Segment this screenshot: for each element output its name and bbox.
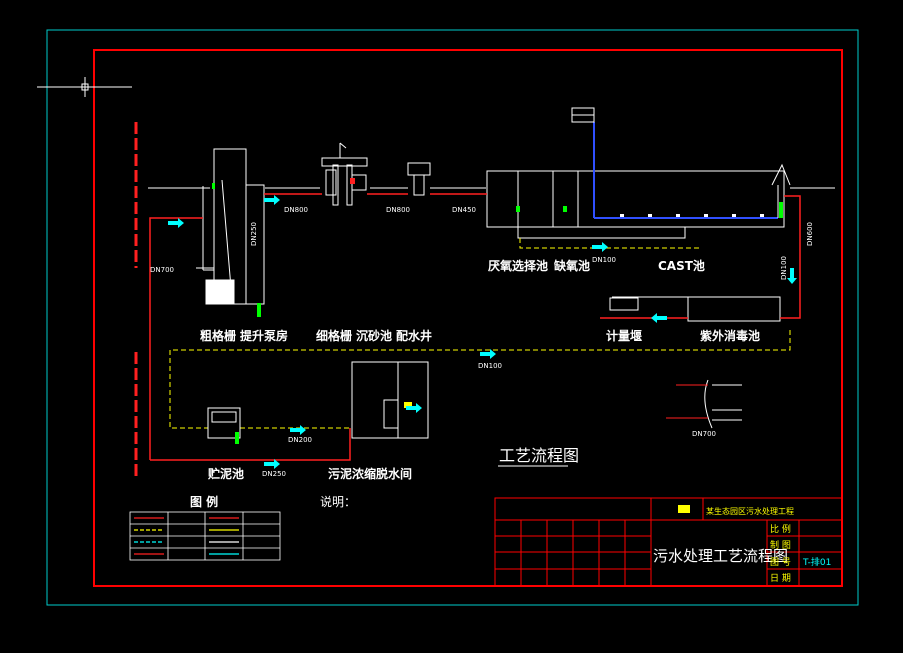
uv-disinfection-tank: [612, 296, 781, 322]
label-meter-weir: 计量堰: [606, 328, 642, 343]
fine-screen-equipment: [321, 142, 368, 206]
flow-arrows: [168, 195, 797, 469]
pipe-dn250: DN250: [262, 470, 286, 478]
company-logo: [678, 505, 690, 513]
label-coarse-screen: 粗格栅: [200, 328, 236, 343]
drawing-title: 工艺流程图: [499, 446, 579, 465]
legend-symbols: [134, 517, 239, 555]
notes-title: 说明：: [320, 494, 356, 509]
label-lift-pump: 提升泵房: [240, 328, 288, 343]
dewatering-house: [351, 361, 429, 439]
pipe-dn800-b: DN800: [386, 206, 410, 214]
sludge-pipes: [169, 238, 791, 429]
label-sludge-dewatering: 污泥浓缩脱水间: [328, 466, 412, 481]
mixer-2: [563, 206, 567, 212]
outfall-detail: [704, 379, 742, 429]
ucs-crosshair: [37, 77, 132, 97]
screen-motor: [350, 178, 355, 184]
pipe-dn250-vertical: DN250: [250, 222, 258, 246]
lift-pump-house: [196, 148, 265, 305]
legend-title: 图 例: [190, 494, 218, 509]
scale-label: 比 例: [770, 523, 791, 535]
pipe-dn100-yellow: DN100: [478, 362, 502, 370]
drawing-no-label: 图 号: [770, 557, 791, 568]
sludge-pump: [235, 432, 239, 444]
decanter-indicator: [779, 202, 783, 218]
distribution-well: [407, 162, 431, 196]
aeration-diffusers: [620, 214, 764, 217]
pipe-dn700-inlet: DN700: [150, 266, 174, 274]
pump-indicator: [257, 303, 261, 317]
blower-symbol: [571, 107, 595, 123]
legend-table: [129, 511, 281, 561]
outer-frame: [46, 29, 859, 606]
title-block-grid: [494, 497, 843, 587]
project-name: 某生态园区污水处理工程: [706, 506, 794, 516]
dewatering-dosing: [404, 402, 412, 408]
decanter: [771, 163, 791, 218]
drawing-name: 污水处理工艺流程图: [653, 547, 788, 565]
pipe-dn800-a: DN800: [284, 206, 308, 214]
label-uv-disinfection: 紫外消毒池: [700, 328, 760, 343]
pipe-dn200: DN200: [288, 436, 312, 444]
label-anoxic-tank: 缺氧池: [554, 258, 590, 273]
drawn-label: 制 图: [770, 539, 791, 551]
label-grit-chamber: 沉砂池: [356, 328, 392, 343]
date-label: 日 期: [770, 573, 791, 584]
inner-frame: [93, 49, 843, 587]
pipe-dn700-outfall: DN700: [692, 430, 716, 438]
screen-indicator: [212, 183, 215, 189]
drawing-no: T-排01: [802, 556, 831, 568]
label-fine-screen: 细格栅: [316, 328, 352, 343]
pipe-dn100: DN100: [592, 256, 616, 264]
mixer-1: [516, 206, 520, 212]
pipe-dn450: DN450: [452, 206, 476, 214]
sludge-storage-tank: [207, 407, 241, 439]
label-distribution-well: 配水井: [396, 328, 432, 343]
meter-weir-box: [609, 297, 639, 311]
label-sludge-storage: 贮泥池: [207, 466, 244, 481]
pipe-dn100-right: DN100: [780, 256, 788, 280]
pipe-dn600-right: DN600: [806, 222, 814, 246]
label-anoxic-selector: 厌氧选择池: [488, 258, 548, 273]
cast-tank: [486, 170, 785, 239]
label-cast-tank: CAST池: [658, 258, 705, 273]
